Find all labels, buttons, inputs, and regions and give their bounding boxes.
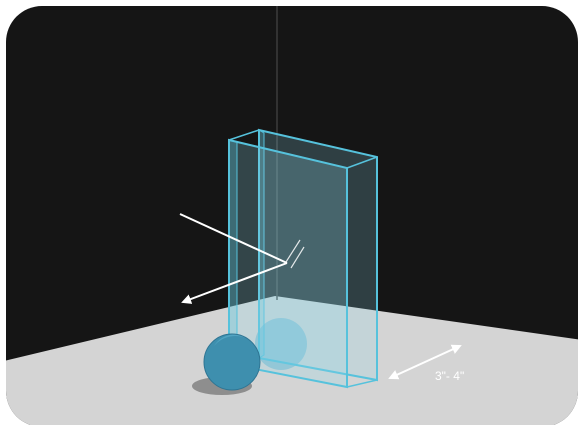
reflection-glint-icon (285, 239, 305, 269)
incoming-light-arrow (179, 213, 288, 264)
ball (203, 333, 261, 391)
gap-dimension-arrow (388, 344, 462, 380)
ball-reflection (255, 318, 307, 370)
glass-pane-front (228, 129, 378, 389)
gap-dimension-label: 3"- 4" (435, 369, 464, 383)
reflected-light-arrow (181, 262, 288, 304)
